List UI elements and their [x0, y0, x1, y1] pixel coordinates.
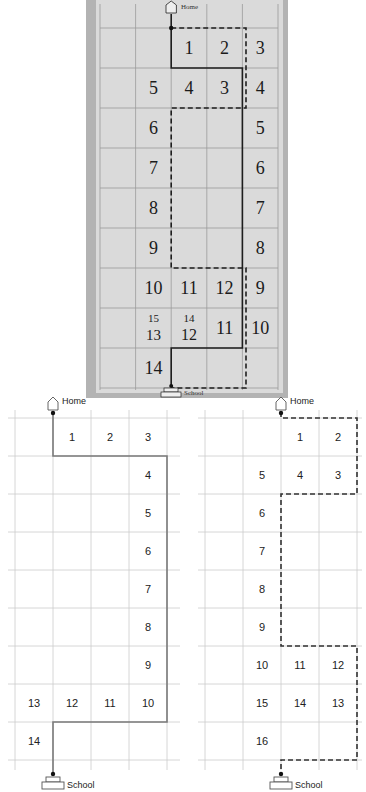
- cell-number: 5: [259, 470, 265, 481]
- cell-number: 11: [216, 319, 233, 337]
- solid-route: [171, 14, 242, 386]
- solid-route: [53, 412, 167, 774]
- cell-number: 13: [146, 328, 161, 343]
- school-icon: [274, 777, 288, 782]
- cell-number: 3: [256, 39, 265, 57]
- cell-number: 1: [185, 39, 194, 57]
- cell-number: 11: [180, 279, 197, 297]
- cell-number: 14: [144, 359, 162, 377]
- place-label: School: [295, 781, 323, 790]
- cell-number: 13: [332, 698, 344, 709]
- cell-number: 13: [28, 698, 40, 709]
- dashed-route: [281, 412, 357, 774]
- cell-number: 11: [294, 660, 305, 671]
- cell-number: 5: [149, 79, 158, 97]
- cell-number: 5: [145, 508, 151, 519]
- cell-number: 8: [259, 584, 265, 595]
- place-label: School: [67, 781, 95, 790]
- cell-number: 9: [256, 279, 265, 297]
- cell-number: 7: [259, 546, 265, 557]
- place-label: Home: [290, 397, 314, 406]
- school-dot: [51, 772, 55, 776]
- cell-number: 15: [256, 698, 268, 709]
- cell-number: 6: [256, 159, 265, 177]
- school-icon: [46, 777, 60, 782]
- cell-number: 5: [256, 119, 265, 137]
- cell-number: 14: [28, 736, 40, 747]
- place-label: Home: [62, 397, 86, 406]
- home-dot: [169, 26, 173, 30]
- cell-number: 6: [145, 546, 151, 557]
- right-grid: [198, 410, 362, 770]
- cell-number: 7: [145, 584, 151, 595]
- home-dot: [51, 411, 55, 415]
- cell-number: 2: [107, 432, 113, 443]
- school-dot: [169, 384, 173, 388]
- home-icon: [48, 397, 58, 410]
- cell-number: 10: [256, 660, 268, 671]
- cell-number: 4: [256, 79, 265, 97]
- cell-number: 14: [184, 313, 195, 324]
- school-dot: [279, 772, 283, 776]
- cell-number: 12: [66, 698, 78, 709]
- cell-number: 1: [69, 432, 75, 443]
- paper-sheet: [96, 0, 283, 393]
- cell-number: 4: [145, 470, 151, 481]
- photo-ground: [86, 0, 288, 398]
- cell-number: 11: [104, 698, 115, 709]
- cell-number: 12: [332, 660, 344, 671]
- cell-number: 3: [335, 470, 341, 481]
- cell-number: 10: [142, 698, 154, 709]
- photo-grid: [100, 4, 278, 390]
- school-icon: [42, 782, 64, 789]
- cell-number: 8: [256, 239, 265, 257]
- cell-number: 15: [148, 313, 159, 324]
- home-dot: [279, 411, 283, 415]
- cell-number: 9: [259, 622, 265, 633]
- school-icon: [164, 388, 178, 392]
- cell-number: 4: [297, 470, 303, 481]
- cell-number: 14: [294, 698, 306, 709]
- cell-number: 10: [251, 319, 269, 337]
- cell-number: 7: [256, 199, 265, 217]
- place-label: Home: [181, 4, 198, 11]
- cell-number: 4: [185, 79, 194, 97]
- left-grid: [8, 410, 180, 770]
- school-icon: [161, 392, 181, 397]
- cell-number: 2: [335, 432, 341, 443]
- cell-number: 12: [181, 327, 197, 343]
- place-label: School: [184, 390, 203, 397]
- cell-number: 8: [149, 199, 158, 217]
- dashed-route: [171, 28, 246, 388]
- home-icon: [166, 1, 176, 13]
- cell-number: 10: [144, 279, 162, 297]
- cell-number: 7: [149, 159, 158, 177]
- cell-number: 2: [220, 39, 229, 57]
- home-icon: [276, 397, 286, 410]
- cell-number: 3: [220, 79, 229, 97]
- cell-number: 8: [145, 622, 151, 633]
- cell-number: 16: [256, 736, 268, 747]
- school-icon: [270, 782, 292, 789]
- cell-number: 1: [297, 432, 303, 443]
- cell-number: 12: [216, 279, 234, 297]
- cell-number: 3: [145, 432, 151, 443]
- cell-number: 9: [145, 660, 151, 671]
- cell-number: 6: [259, 508, 265, 519]
- cell-number: 9: [149, 239, 158, 257]
- cell-number: 6: [149, 119, 158, 137]
